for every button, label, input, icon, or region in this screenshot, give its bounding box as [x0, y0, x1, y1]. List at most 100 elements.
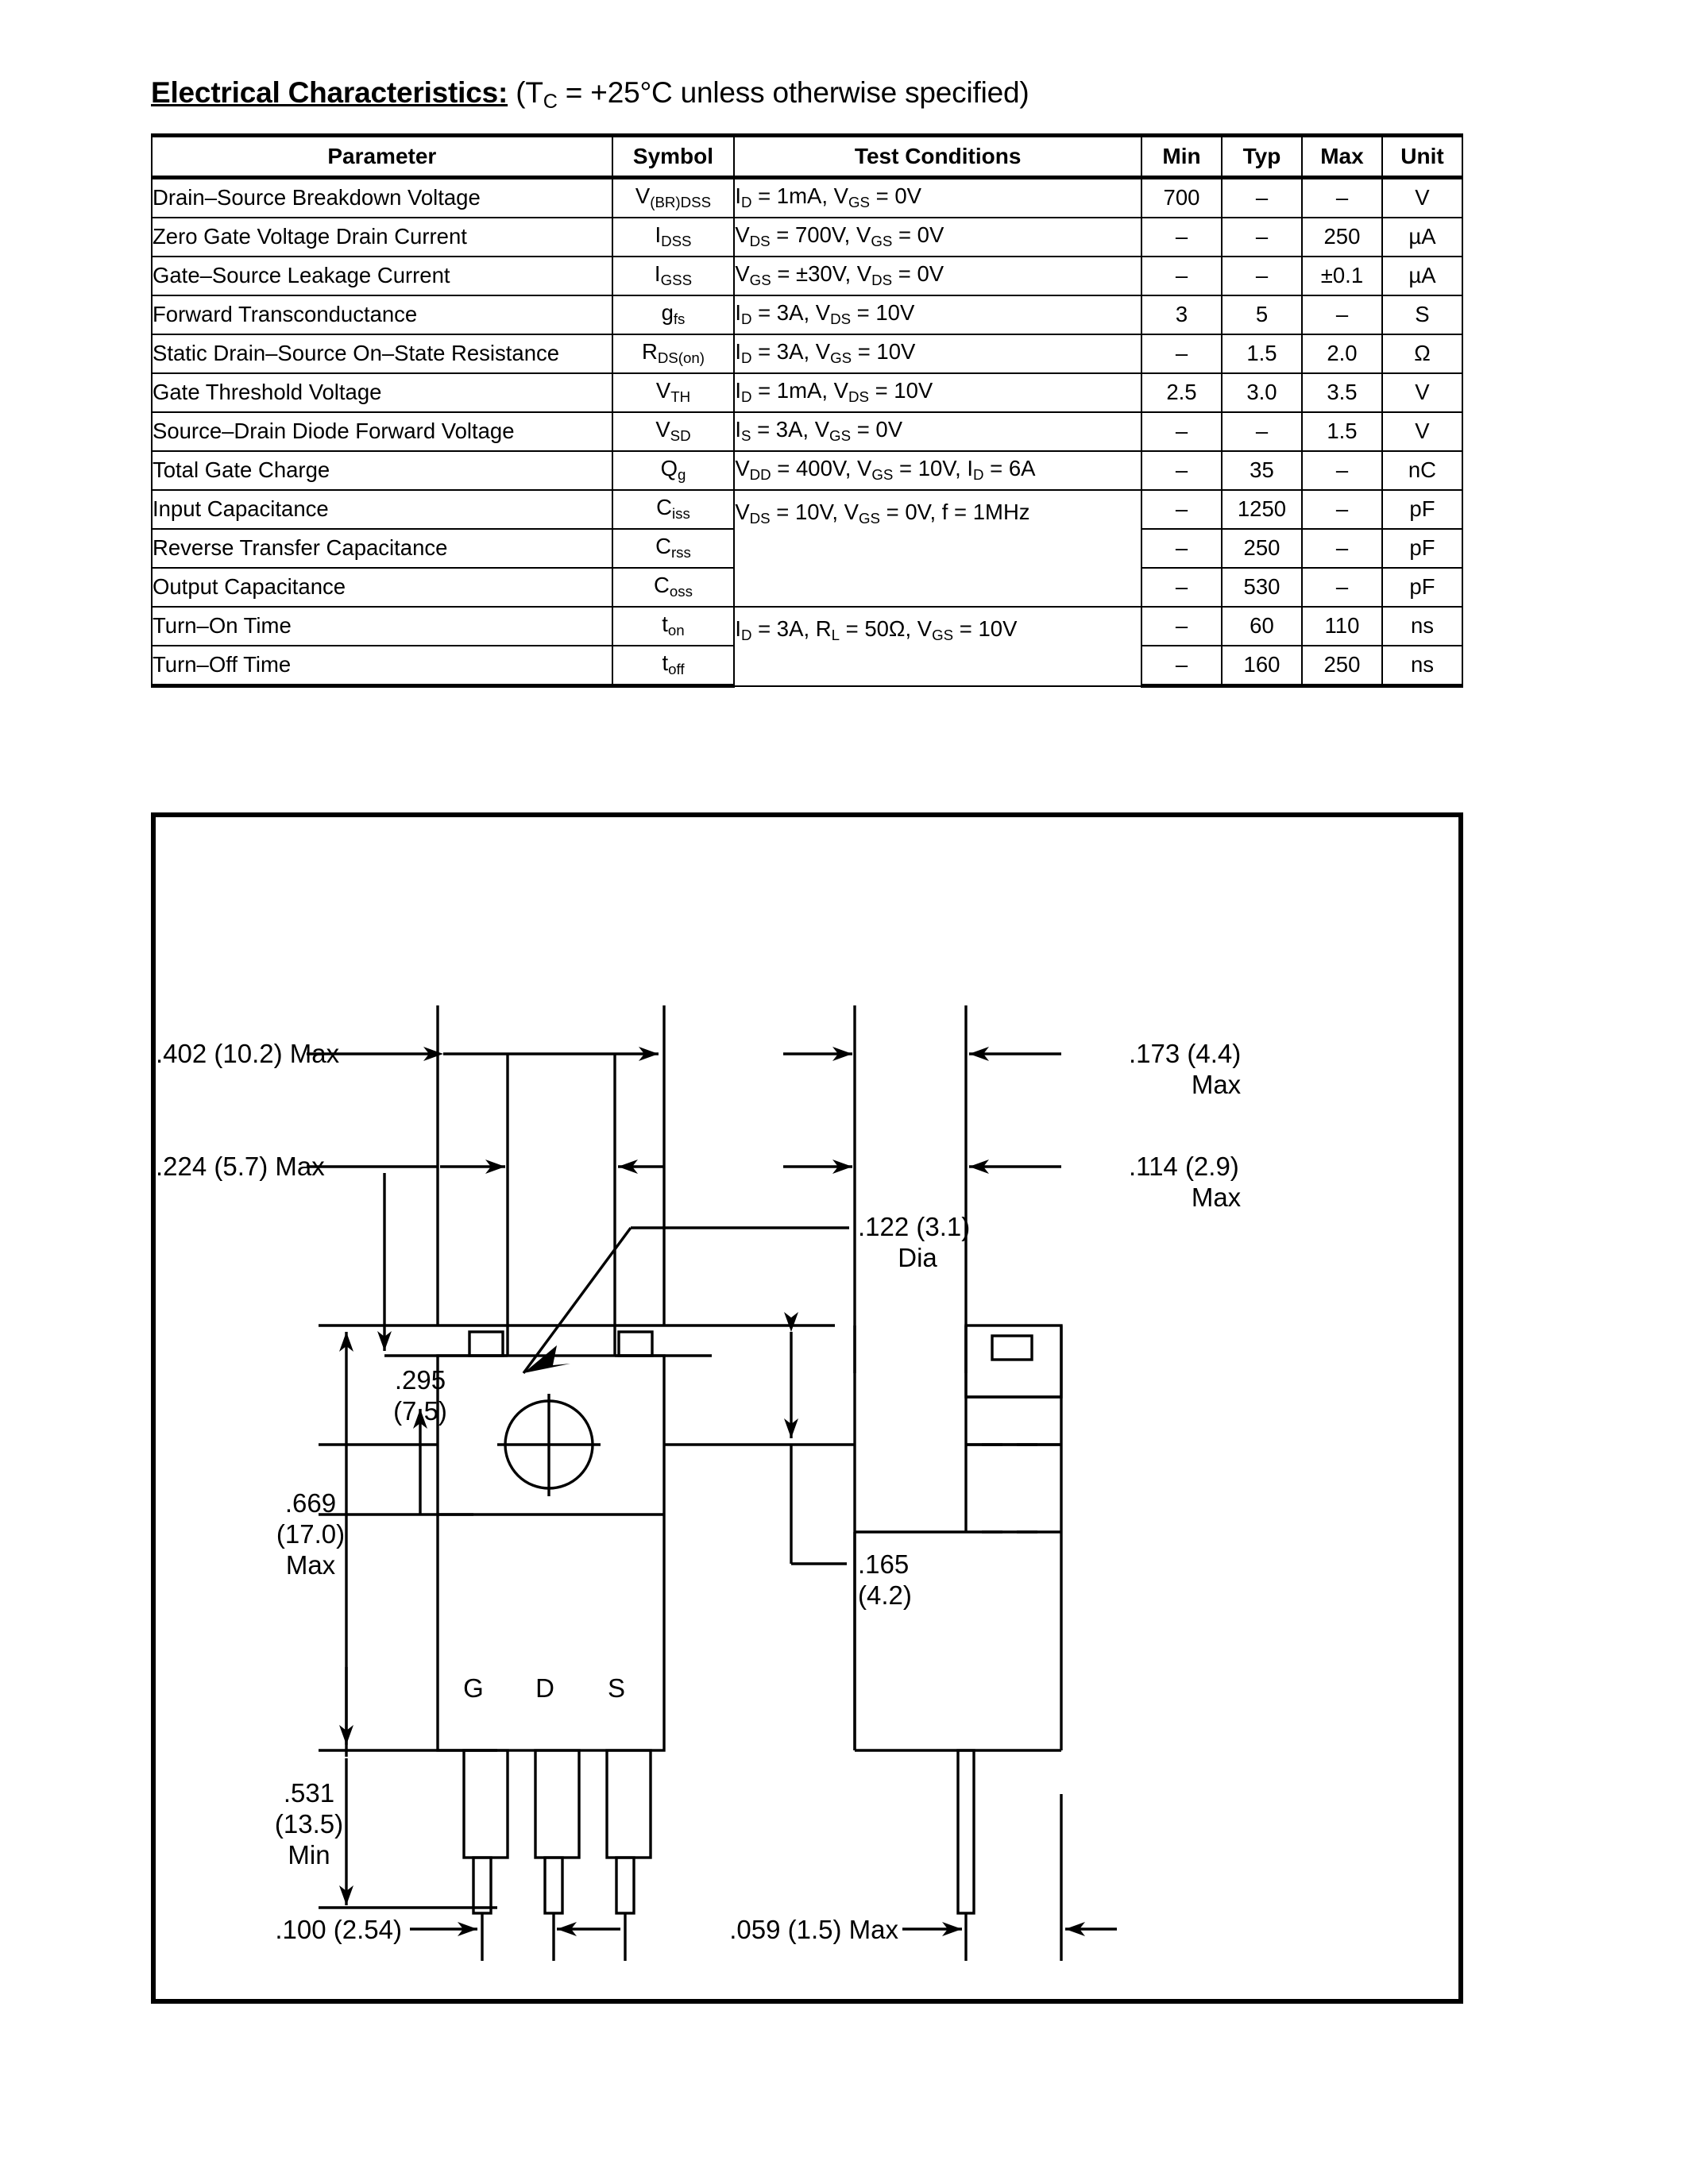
cell-symbol: Crss [611, 528, 736, 569]
cell-typ: – [1220, 411, 1303, 452]
symbol-subscript: DSS [661, 233, 692, 250]
symbol-subscript: oss [669, 583, 693, 600]
cell-test-conditions: ID = 1mA, VDS = 10V [733, 372, 1142, 413]
symbol-main: g [661, 300, 674, 326]
cell-parameter: Drain–Source Breakdown Voltage [151, 176, 613, 218]
cell-typ: 3.0 [1220, 372, 1303, 413]
cell-min: – [1141, 450, 1223, 491]
symbol-subscript: DS(on) [657, 349, 705, 367]
cell-symbol: RDS(on) [611, 334, 736, 374]
symbol-subscript: TH [670, 388, 691, 406]
symbol-main: V [655, 378, 671, 403]
symbol-main: C [655, 534, 671, 559]
section-heading-title: Electrical Characteristics: [151, 76, 508, 109]
cell-unit: ns [1381, 606, 1464, 646]
cell-unit: Ω [1381, 334, 1464, 374]
cell-symbol: ton [611, 606, 736, 646]
cell-parameter: Zero Gate Voltage Drain Current [151, 217, 613, 257]
cell-symbol: Qg [611, 450, 736, 491]
column-header-min: Min [1141, 133, 1223, 179]
dim-label-thickness: .173 (4.4) [1129, 1039, 1242, 1068]
symbol-subscript: (BR)DSS [650, 194, 712, 211]
cell-typ: 530 [1220, 567, 1303, 608]
cell-symbol: V(BR)DSS [611, 176, 736, 218]
cell-test-conditions: ID = 3A, RL = 50Ω, VGS = 10V [733, 606, 1142, 687]
symbol-subscript: on [667, 622, 685, 639]
cell-test-conditions: ID = 1mA, VGS = 0V [733, 176, 1142, 218]
table-header-row: Parameter Symbol Test Conditions Min Typ… [151, 133, 1464, 179]
cell-unit: µA [1381, 217, 1464, 257]
dim-label-overall-width: .402 (10.2) Max [156, 1039, 340, 1068]
cell-symbol: toff [611, 645, 736, 688]
package-outline-drawing: .402 (10.2) Max .224 (5.7) Max .122 (3.1… [151, 812, 1463, 2004]
cell-parameter: Gate Threshold Voltage [151, 372, 613, 413]
cell-typ: 5 [1220, 295, 1303, 335]
section-heading: Electrical Characteristics: (TC = +25°C … [151, 76, 1029, 114]
cell-min: – [1141, 217, 1223, 257]
cell-unit: µA [1381, 256, 1464, 296]
dim-label-thickness2-max: Max [1191, 1183, 1242, 1212]
cell-parameter: Input Capacitance [151, 489, 613, 530]
column-header-max: Max [1300, 133, 1383, 179]
cell-min: – [1141, 645, 1223, 688]
dim-label-lead-length: .531 [283, 1778, 335, 1808]
dim-label-tab-height: .165 [858, 1549, 910, 1579]
pin-label-drain: D [535, 1673, 554, 1703]
cell-test-conditions: VDS = 700V, VGS = 0V [733, 217, 1142, 257]
symbol-main: t [662, 650, 669, 676]
section-heading-condition-rest: = +25°C unless otherwise specified) [557, 76, 1029, 109]
symbol-main: Q [660, 456, 678, 481]
dim-label-body-top: .295 [394, 1365, 446, 1395]
cell-parameter: Source–Drain Diode Forward Voltage [151, 411, 613, 452]
cell-parameter: Gate–Source Leakage Current [151, 256, 613, 296]
cell-unit: V [1381, 411, 1464, 452]
column-header-symbol: Symbol [611, 133, 736, 179]
cell-typ: 160 [1220, 645, 1303, 688]
cell-max: – [1300, 528, 1383, 569]
cell-symbol: IDSS [611, 217, 736, 257]
cell-parameter: Turn–On Time [151, 606, 613, 646]
dim-label-hole-dia-word: Dia [898, 1243, 937, 1272]
cell-symbol: VTH [611, 372, 736, 413]
dim-label-body-height-max: Max [285, 1550, 336, 1580]
cell-max: 2.0 [1300, 334, 1383, 374]
cell-test-conditions: ID = 3A, VDS = 10V [733, 295, 1142, 335]
symbol-subscript: fs [673, 311, 686, 328]
column-header-unit: Unit [1381, 133, 1464, 179]
cell-unit: pF [1381, 567, 1464, 608]
cell-min: – [1141, 606, 1223, 646]
cell-typ: – [1220, 176, 1303, 218]
symbol-subscript: SD [670, 427, 691, 445]
cell-unit: S [1381, 295, 1464, 335]
cell-max: 250 [1300, 645, 1383, 688]
dim-label-body-top-mm: (7.5) [393, 1396, 447, 1426]
cell-parameter: Total Gate Charge [151, 450, 613, 491]
cell-max: – [1300, 489, 1383, 530]
cell-max: 110 [1300, 606, 1383, 646]
cell-test-conditions: VGS = ±30V, VDS = 0V [733, 256, 1142, 296]
cell-typ: 35 [1220, 450, 1303, 491]
dim-label-thickness-max: Max [1191, 1070, 1242, 1099]
cell-typ: – [1220, 256, 1303, 296]
cell-max: 1.5 [1300, 411, 1383, 452]
cell-typ: 250 [1220, 528, 1303, 569]
symbol-subscript: GSS [660, 272, 693, 289]
symbol-main: C [656, 495, 672, 520]
cell-max: 250 [1300, 217, 1383, 257]
cell-min: 2.5 [1141, 372, 1223, 413]
symbol-main: C [654, 573, 670, 598]
symbol-subscript: g [677, 466, 686, 484]
cell-typ: – [1220, 217, 1303, 257]
symbol-main: I [655, 222, 662, 248]
cell-unit: V [1381, 176, 1464, 218]
dim-label-body-height-mm: (17.0) [276, 1519, 346, 1549]
